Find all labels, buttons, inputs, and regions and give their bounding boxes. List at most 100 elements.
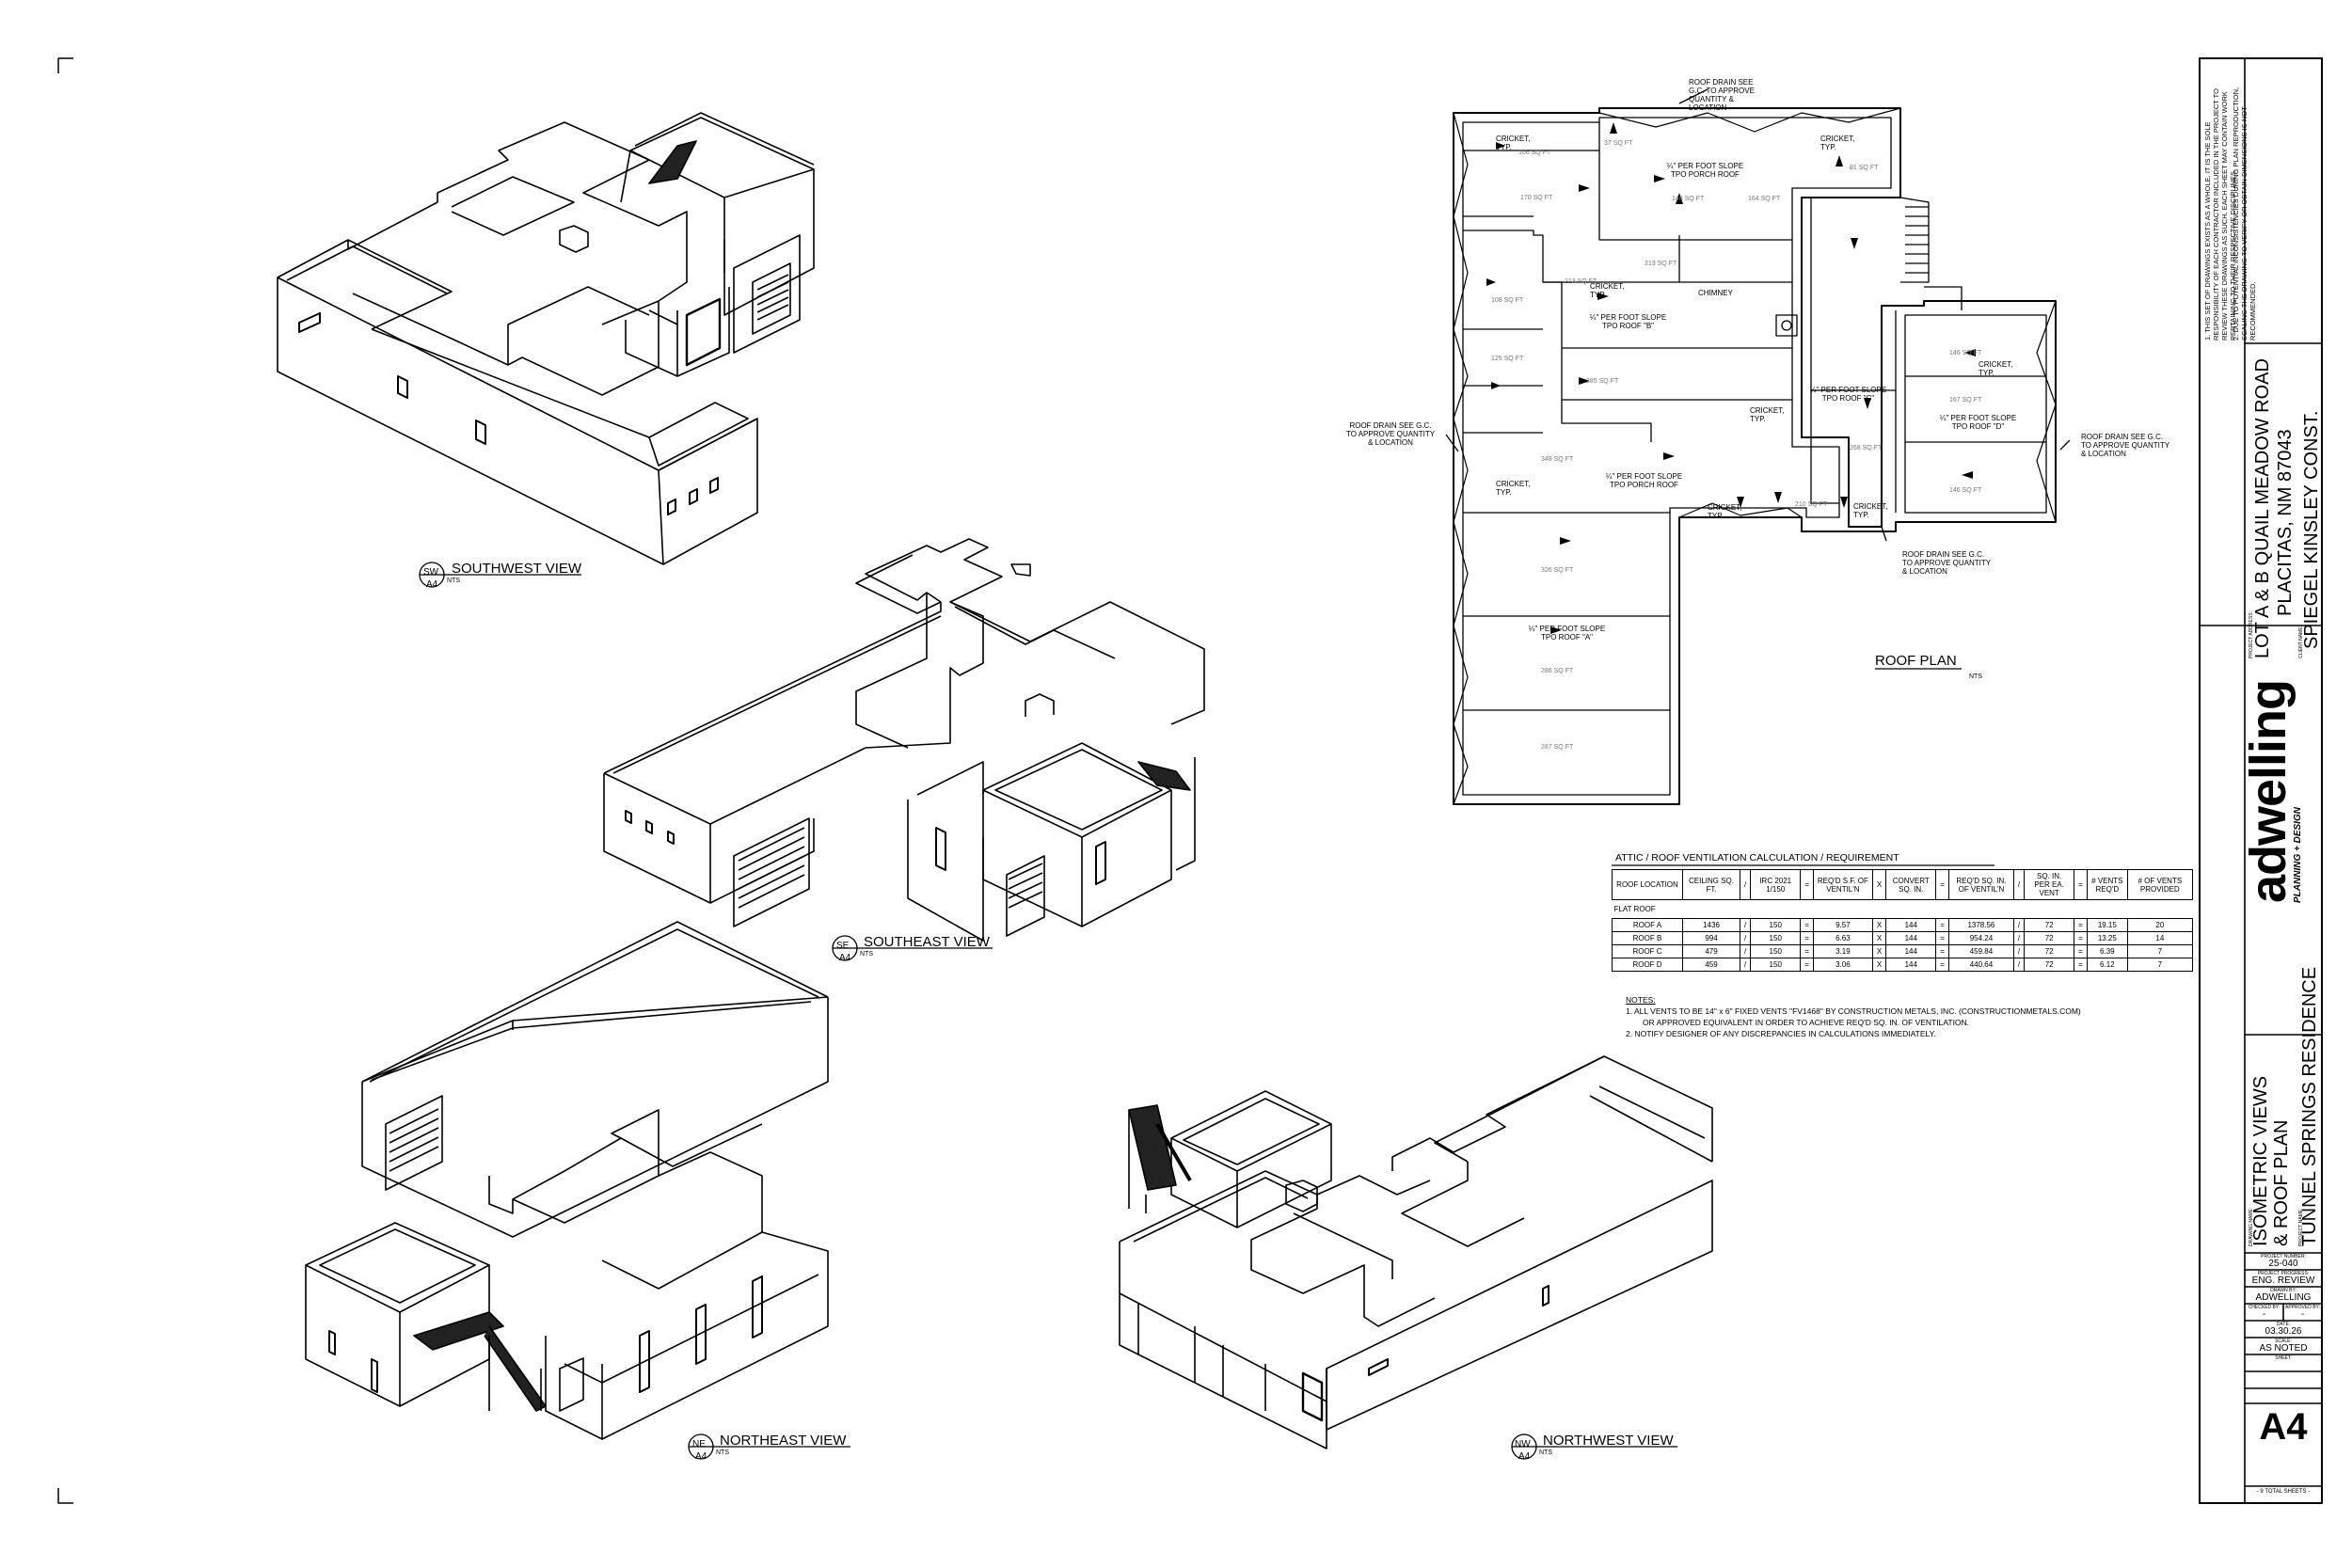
progress-label: PROJECT PROGRESS:	[2257, 1271, 2310, 1276]
cell: /	[2012, 958, 2026, 972]
area-label: 213 SQ FT	[1565, 278, 1597, 285]
cricket-label-2: CRICKET, TYP.	[1820, 135, 1855, 151]
ne-view-scale: NTS	[716, 1449, 729, 1456]
cell: =	[1800, 944, 1814, 958]
northwest-view-title: NORTHWEST VIEW	[1543, 1433, 1674, 1449]
roof-plan-drawing	[1445, 88, 2071, 805]
drawing-name-line-1: ISOMETRIC VIEWS	[2250, 1075, 2271, 1246]
cricket-label-3: CRICKET, TYP.	[1590, 282, 1625, 299]
southeast-view-title: SOUTHEAST VIEW	[864, 934, 990, 950]
ventilation-title: ATTIC / ROOF VENTILATION CALCULATION / R…	[1615, 852, 1899, 863]
ne-view-sheet: A4	[695, 1451, 707, 1462]
cell: 6.12	[2086, 958, 2128, 972]
area-label: 210 SQ FT	[1795, 501, 1828, 508]
note-1b: OR APPROVED EQUIVALENT IN ORDER TO ACHIE…	[1643, 1018, 1970, 1027]
cell: =	[2074, 944, 2088, 958]
cell: /	[1739, 918, 1752, 932]
cell: 14	[2126, 931, 2193, 945]
nw-view-scale: NTS	[1539, 1449, 1552, 1456]
cell: =	[2074, 958, 2088, 972]
roof-drain-note-right: ROOF DRAIN SEE G.C. TO APPROVE QUANTITY …	[2081, 433, 2169, 458]
cell: ROOF B	[1612, 931, 1683, 945]
cell: 13.25	[2086, 931, 2128, 945]
se-view-scale: NTS	[860, 951, 873, 958]
roof-c-label: ¼" PER FOOT SLOPE TPO ROOF "C"	[1809, 386, 1887, 403]
area-label: 146 SQ FT	[1949, 350, 1982, 356]
col-header: =	[2074, 869, 2088, 900]
date: 03.30.26	[2265, 1326, 2302, 1337]
sw-view-scale: NTS	[447, 578, 460, 584]
southwest-view-title: SOUTHWEST VIEW	[452, 561, 582, 577]
area-label: 268 SQ FT	[1850, 445, 1883, 451]
area-label: 81 SQ FT	[1850, 165, 1879, 171]
cell: =	[2074, 931, 2088, 945]
area-label: 285 SQ FT	[1586, 378, 1619, 385]
area-label: 326 SQ FT	[1541, 567, 1574, 574]
ventilation-notes: NOTES: 1. ALL VENTS TO BE 14" x 6" FIXED…	[1626, 994, 2081, 1039]
cell: 150	[1750, 958, 1802, 972]
cricket-label-1: CRICKET, TYP.	[1496, 135, 1531, 151]
area-label: 287 SQ FT	[1541, 744, 1574, 751]
cell: =	[1800, 918, 1814, 932]
northeast-isometric-view	[305, 921, 829, 1440]
cricket-label-6: CRICKET, TYP.	[1496, 480, 1531, 497]
note-1: 1. ALL VENTS TO BE 14" x 6" FIXED VENTS …	[1626, 1006, 2081, 1016]
roof-a-label: ¼" PER FOOT SLOPE TPO ROOF "A"	[1528, 625, 1606, 641]
col-header: /	[2012, 869, 2026, 900]
cell: 72	[2024, 958, 2075, 972]
porch-roof-mid-label: ¼" PER FOOT SLOPE TPO PORCH ROOF	[1605, 472, 1683, 489]
area-label: 146 SQ FT	[1949, 487, 1982, 494]
col-header: REQ'D SQ. IN. OF VENTIL'N	[1947, 869, 2014, 900]
sw-view-sheet: A4	[426, 579, 438, 590]
client-name: SPIEGEL KINSLEY CONST.	[2301, 410, 2322, 649]
title-block-frame	[1612, 57, 2323, 1504]
cell: =	[1935, 958, 1949, 972]
drawn-by: ADWELLING	[2255, 1292, 2312, 1303]
cell: 150	[1750, 918, 1802, 932]
roof-drain-note-left: ROOF DRAIN SEE G.C. TO APPROVE QUANTITY …	[1345, 421, 1436, 447]
col-header: CEILING SQ. FT.	[1682, 869, 1740, 900]
cell: 459.84	[1947, 944, 2014, 958]
group-label: FLAT ROOF	[1612, 899, 2193, 919]
col-header: CONVERT SQ. IN.	[1885, 869, 1937, 900]
roof-drain-note-bottom: ROOF DRAIN SEE G.C. TO APPROVE QUANTITY …	[1902, 550, 1991, 576]
cell: =	[1800, 958, 1814, 972]
cell: 150	[1750, 931, 1802, 945]
cell: ROOF C	[1612, 944, 1683, 958]
nw-view-code: NW	[1515, 1439, 1531, 1449]
area-label: 213 SQ FT	[1645, 261, 1677, 267]
disclaimer-2: 2. DUE TO POTENTIAL INCONSISTENCIES DURI…	[2232, 87, 2257, 341]
table-group-row: FLAT ROOF	[1612, 899, 2193, 919]
cell: X	[1871, 958, 1887, 972]
col-header: /	[1739, 869, 1752, 900]
area-label: 106 SQ FT	[1518, 150, 1551, 156]
cell: 440.64	[1947, 958, 2014, 972]
adwelling-logo-subtitle: PLANNING + DESIGN	[2293, 807, 2303, 903]
cell: X	[1871, 918, 1887, 932]
cell: 144	[1885, 918, 1937, 932]
cell: /	[1739, 958, 1752, 972]
roof-plan-title: ROOF PLAN	[1875, 653, 1957, 669]
sw-view-code: SW	[423, 567, 439, 578]
checked-by-label: CHECKED BY:	[2248, 1305, 2280, 1310]
note-2: 2. NOTIFY DESIGNER OF ANY DISCREPANCIES …	[1626, 1029, 1936, 1038]
drawn-by-label: DRAWN BY:	[2270, 1288, 2296, 1293]
roof-d-label: ¼" PER FOOT SLOPE TPO ROOF "D"	[1939, 414, 2017, 431]
cell: 479	[1682, 944, 1740, 958]
view-markers	[419, 562, 1677, 1460]
cell: =	[2074, 918, 2088, 932]
scale: AS NOTED	[2259, 1343, 2308, 1354]
cell: 3.19	[1812, 944, 1873, 958]
porch-roof-top-label: ¼" PER FOOT SLOPE TPO PORCH ROOF	[1666, 162, 1744, 179]
col-header: REQ'D S.F. OF VENTIL'N	[1812, 869, 1873, 900]
cell: 9.57	[1812, 918, 1873, 932]
project-number-label: PROJECT NUMBER:	[2261, 1254, 2306, 1259]
cell: 954.24	[1947, 931, 2014, 945]
cell: /	[2012, 918, 2026, 932]
cell: /	[2012, 944, 2026, 958]
se-view-sheet: A4	[839, 953, 851, 963]
cell: =	[1935, 944, 1949, 958]
cell: ROOF A	[1612, 918, 1683, 932]
col-header: # VENTS REQ'D	[2086, 869, 2128, 900]
